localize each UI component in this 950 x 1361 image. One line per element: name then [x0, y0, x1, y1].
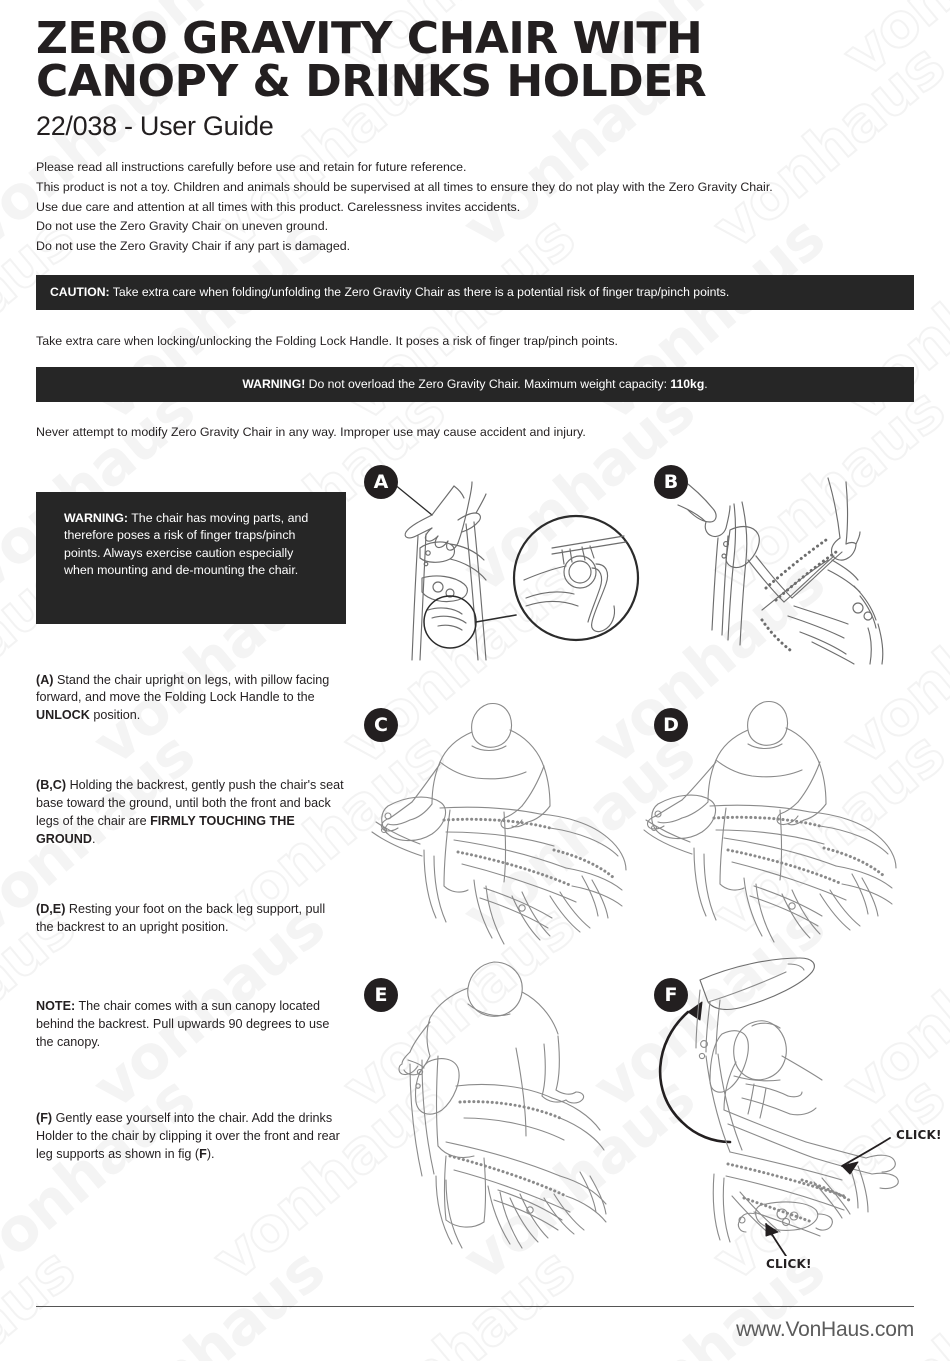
figure-e-badge: E	[364, 977, 398, 1012]
figure-f	[636, 956, 926, 1256]
click-label-upper: CLICK!	[896, 1127, 942, 1142]
intro-line-2: This product is not a toy. Children and …	[36, 179, 773, 194]
figure-d	[642, 700, 914, 948]
click-label-lower: CLICK!	[766, 1256, 812, 1271]
intro-line-1: Please read all instructions carefully b…	[36, 160, 467, 175]
warning-banner-capacity: 110kg	[670, 377, 705, 392]
figure-f-badge: F	[654, 977, 688, 1012]
modify-note: Never attempt to modify Zero Gravity Cha…	[36, 424, 586, 439]
footer-website-url: www.VonHaus.com	[736, 1318, 914, 1341]
step-a-text: Stand the chair upright on legs, with pi…	[36, 672, 330, 705]
step-note: NOTE: The chair comes with a sun canopy …	[36, 998, 346, 1052]
title-line-1: ZERO GRAVITY CHAIR WITH	[36, 13, 703, 64]
title-line-2: CANOPY & DRINKS HOLDER	[36, 55, 707, 107]
warning-box-label: WARNING:	[64, 510, 129, 525]
caution-banner: CAUTION: Take extra care when folding/un…	[36, 275, 914, 310]
step-bc-emphasis: FIRMLY TOUCHING THE GROUND	[36, 813, 295, 846]
caution-banner-label: CAUTION:	[50, 285, 110, 300]
step-f: (F) Gently ease yourself into the chair.…	[36, 1110, 346, 1164]
figure-a-badge: A	[364, 464, 398, 499]
footer-divider	[36, 1306, 914, 1307]
intro-line-3: Use due care and attention at all times …	[36, 199, 521, 214]
step-a-tail: position.	[89, 708, 141, 723]
figure-b	[642, 460, 914, 665]
intro-line-4: Do not use the Zero Gravity Chair on une…	[36, 219, 329, 234]
step-a-emphasis: UNLOCK	[36, 708, 90, 723]
step-f-tail: ).	[206, 1146, 215, 1161]
intro-block: Please read all instructions carefully b…	[36, 158, 914, 256]
step-f-emphasis: F	[199, 1146, 207, 1161]
figure-d-badge: D	[654, 707, 688, 742]
step-bc-text: Holding the backrest, gently push the ch…	[36, 778, 344, 828]
caution-banner-text: Take extra care when folding/unfolding t…	[109, 285, 730, 300]
instruction-column-left: WARNING: The chair has moving parts, and…	[36, 460, 346, 1164]
figure-c-badge: C	[364, 707, 398, 742]
step-de-text: Resting your foot on the back leg suppor…	[36, 901, 326, 934]
step-de-ref: (D,E)	[36, 901, 66, 916]
warning-banner-text: Do not overload the Zero Gravity Chair. …	[305, 377, 671, 392]
instruction-body: WARNING: The chair has moving parts, and…	[36, 460, 942, 1271]
step-f-text: Gently ease yourself into the chair. Add…	[36, 1111, 340, 1161]
figure-e	[384, 960, 634, 1260]
warning-banner: WARNING! Do not overload the Zero Gravit…	[36, 367, 914, 402]
step-bc-ref: (B,C)	[36, 778, 67, 793]
step-a: (A) Stand the chair upright on legs, wit…	[36, 672, 346, 726]
figure-a	[354, 460, 654, 665]
figure-c	[354, 700, 654, 948]
step-de: (D,E) Resting your foot on the back leg …	[36, 901, 346, 937]
step-f-ref: (F)	[36, 1111, 53, 1126]
illustration-column: A	[354, 460, 942, 1271]
warning-box-text: The chair has moving parts, and therefor…	[64, 510, 309, 578]
moving-parts-warning-box: WARNING: The chair has moving parts, and…	[36, 491, 346, 624]
page-subtitle: 22/038 - User Guide	[36, 111, 274, 142]
step-note-ref: NOTE:	[36, 999, 76, 1014]
step-bc-tail: .	[91, 831, 96, 846]
step-bc: (B,C) Holding the backrest, gently push …	[36, 777, 346, 849]
warning-banner-label: WARNING!	[242, 377, 306, 392]
warning-banner-tail: .	[704, 377, 708, 392]
step-a-ref: (A)	[36, 672, 54, 687]
figure-b-badge: B	[654, 464, 688, 499]
page-title: ZERO GRAVITY CHAIR WITH CANOPY & DRINKS …	[36, 0, 914, 104]
intro-line-5: Do not use the Zero Gravity Chair if any…	[36, 238, 351, 253]
step-note-text: The chair comes with a sun canopy locate…	[36, 999, 330, 1050]
lock-handle-note: Take extra care when locking/unlocking t…	[36, 333, 618, 348]
